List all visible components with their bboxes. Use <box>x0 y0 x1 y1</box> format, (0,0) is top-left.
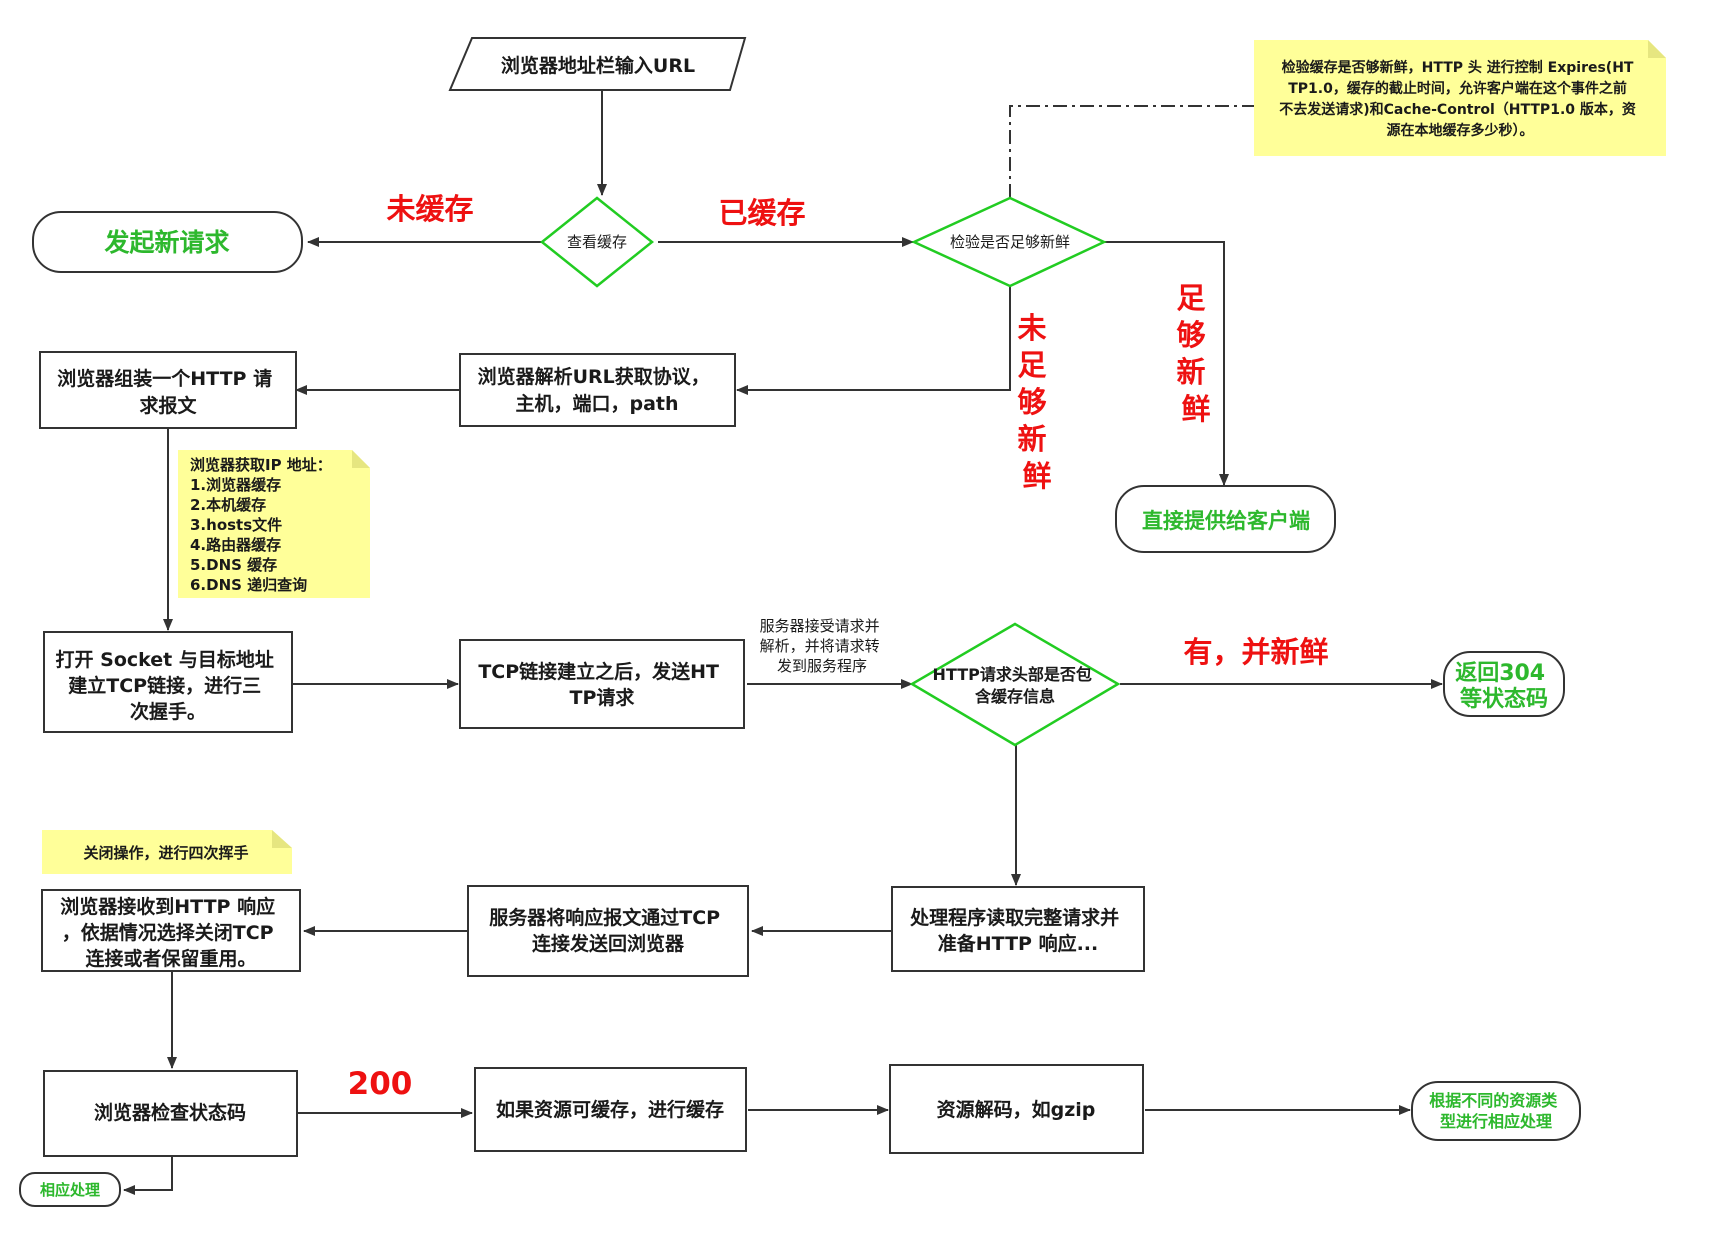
ip-lookup-note: 浏览器获取IP 地址： 1.浏览器缓存 2.本机缓存 3.hosts文件 4.路… <box>178 450 370 598</box>
cache-resource-label: 如果资源可缓存，进行缓存 <box>496 1098 724 1121</box>
check-cache-decision: 查看缓存 <box>539 196 655 288</box>
send-response-box: 服务器将响应报文通过TCP 连接发送回浏览器 <box>467 885 749 977</box>
decode-box: 资源解码，如gzip <box>889 1064 1144 1154</box>
cache-control-note-text: 检验缓存是否够新鲜，HTTP 头 进行控制 Expires(HT TP1.0，缓… <box>1279 59 1641 139</box>
return-304-label: 返回304 等状态码 <box>1455 661 1553 712</box>
send-http-box: TCP链接建立之后，发送HT TP请求 <box>459 639 745 729</box>
cache-resource-box: 如果资源可缓存，进行缓存 <box>474 1067 747 1152</box>
has-fresh-label: 有，并新鲜 <box>1183 635 1328 669</box>
arrow-fresh-to-serve-client <box>1104 241 1229 486</box>
arrow-not-fresh-to-parse-url <box>736 286 1011 395</box>
decode-label: 资源解码，如gzip <box>937 1098 1096 1121</box>
check-cache-label: 查看缓存 <box>567 233 627 251</box>
return-304-terminal: 返回304 等状态码 <box>1443 651 1565 717</box>
not-cached-label: 未缓存 <box>386 192 473 226</box>
process-request-label: 处理程序读取完整请求并 准备HTTP 响应... <box>909 906 1126 955</box>
check-fresh-decision: 检验是否足够新鲜 <box>910 196 1107 288</box>
receive-response-box: 浏览器接收到HTTP 响应 ，依据情况选择关闭TCP 连接或者保留重用。 <box>41 889 301 972</box>
cache-control-note: 检验缓存是否够新鲜，HTTP 头 进行控制 Expires(HT TP1.0，缓… <box>1254 40 1666 156</box>
cached-label: 已缓存 <box>718 196 805 230</box>
check-header-label: HTTP请求头部是否包 含缓存信息 <box>933 665 1098 706</box>
status-200-label: 200 <box>348 1066 413 1102</box>
start-node: 浏览器地址栏输入URL <box>448 37 747 91</box>
check-status-box: 浏览器检查状态码 <box>43 1070 298 1157</box>
send-response-label: 服务器将响应报文通过TCP 连接发送回浏览器 <box>489 906 726 955</box>
send-http-label: TCP链接建立之后，发送HT TP请求 <box>478 660 725 709</box>
handle-label: 相应处理 <box>40 1181 100 1199</box>
serve-client-label: 直接提供给客户端 <box>1142 509 1310 533</box>
handle-type-terminal: 根据不同的资源类 型进行相应处理 <box>1411 1081 1581 1141</box>
start-label: 浏览器地址栏输入URL <box>501 54 695 77</box>
assemble-request-box: 浏览器组装一个HTTP 请 求报文 <box>39 351 297 429</box>
server-accept-label: 服务器接受请求并 解析，并将请求转 发到服务程序 <box>760 617 885 675</box>
assemble-request-label: 浏览器组装一个HTTP 请 求报文 <box>57 367 278 417</box>
open-socket-box: 打开 Socket 与目标地址 建立TCP链接，进行三 次握手。 <box>43 631 293 733</box>
check-header-decision: HTTP请求头部是否包 含缓存信息 <box>909 622 1121 747</box>
process-request-box: 处理程序读取完整请求并 准备HTTP 响应... <box>891 886 1145 972</box>
connectors <box>123 90 1443 1195</box>
open-socket-label: 打开 Socket 与目标地址 建立TCP链接，进行三 次握手。 <box>56 648 281 723</box>
close-note-text: 关闭操作，进行四次挥手 <box>83 844 248 862</box>
arrow-check-status-to-handle <box>123 1155 173 1195</box>
parse-url-box: 浏览器解析URL获取协议， 主机，端口，path <box>459 353 736 427</box>
receive-response-label: 浏览器接收到HTTP 响应 ，依据情况选择关闭TCP 连接或者保留重用。 <box>60 895 281 970</box>
handle-terminal: 相应处理 <box>19 1172 121 1207</box>
dash-dot-note-link <box>1009 105 1254 198</box>
parse-url-label: 浏览器解析URL获取协议， 主机，端口，path <box>478 365 717 415</box>
new-request-terminal: 发起新请求 <box>32 211 303 273</box>
fresh-label: 足 够 新 鲜 <box>1176 281 1215 426</box>
ip-lookup-note-text: 浏览器获取IP 地址： 1.浏览器缓存 2.本机缓存 3.hosts文件 4.路… <box>190 456 337 594</box>
handle-type-label: 根据不同的资源类 型进行相应处理 <box>1429 1091 1563 1131</box>
serve-client-terminal: 直接提供给客户端 <box>1115 485 1336 553</box>
check-status-label: 浏览器检查状态码 <box>94 1101 246 1124</box>
new-request-label: 发起新请求 <box>103 228 229 257</box>
close-note: 关闭操作，进行四次挥手 <box>42 830 292 874</box>
check-fresh-label: 检验是否足够新鲜 <box>950 233 1070 251</box>
not-fresh-label: 未 足 够 新 鲜 <box>1017 311 1056 493</box>
